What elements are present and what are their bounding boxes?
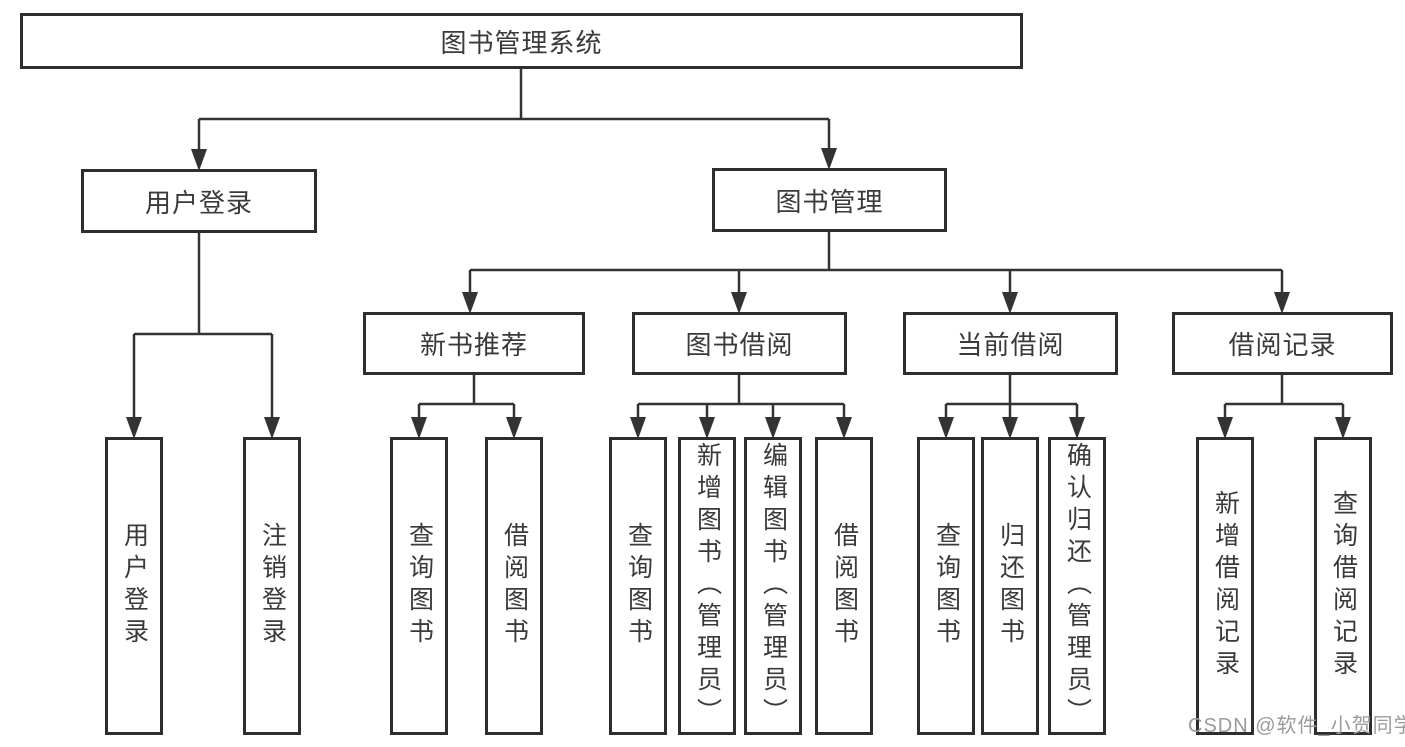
leaf-query-borrow-record: 查询借阅记录 <box>1314 437 1372 735</box>
leaf-label: 确认归还（管理员） <box>1063 442 1092 730</box>
node-label: 图书管理系统 <box>440 27 603 58</box>
leaf-edit-books-admin: 编辑图书（管理员） <box>744 437 802 735</box>
arrow-down-icon <box>191 149 207 171</box>
arrow-down-icon <box>938 417 954 439</box>
arrow-down-icon <box>731 292 747 314</box>
leaf-borrow-books-recommend: 借阅图书 <box>485 437 543 735</box>
arrow-down-icon <box>630 417 646 439</box>
connector-book-borrow-split <box>636 375 846 421</box>
connector-user-login-split <box>132 233 274 421</box>
leaf-query-books-current: 查询图书 <box>917 437 975 735</box>
arrow-down-icon <box>264 417 280 439</box>
arrow-down-icon <box>699 417 715 439</box>
node-label: 当前借阅 <box>956 330 1065 360</box>
leaf-query-books-borrow: 查询图书 <box>609 437 667 735</box>
leaf-label: 注销登录 <box>258 522 287 650</box>
arrow-down-icon <box>765 417 781 439</box>
leaf-return-books: 归还图书 <box>981 437 1039 735</box>
arrow-down-icon <box>1069 417 1085 439</box>
arrow-down-icon <box>1002 417 1018 439</box>
leaf-user-login: 用户登录 <box>105 437 163 735</box>
leaf-label: 查询图书 <box>624 522 653 650</box>
node-current-borrow: 当前借阅 <box>903 312 1118 375</box>
arrow-down-icon <box>506 417 522 439</box>
node-label: 新书推荐 <box>419 330 528 360</box>
node-library-management-system: 图书管理系统 <box>20 13 1023 69</box>
arrow-down-icon <box>1274 292 1290 314</box>
node-label: 图书借阅 <box>685 330 794 360</box>
leaf-add-books-admin: 新增图书（管理员） <box>678 437 736 735</box>
node-label: 图书管理 <box>775 186 884 217</box>
connector-root-to-level2 <box>197 69 831 153</box>
node-book-management: 图书管理 <box>712 168 947 232</box>
arrow-down-icon <box>821 148 837 170</box>
arrow-down-icon <box>1335 417 1351 439</box>
node-label: 用户登录 <box>144 187 253 218</box>
leaf-label: 借阅图书 <box>830 522 859 650</box>
node-new-book-recommend: 新书推荐 <box>363 312 585 375</box>
arrow-down-icon <box>126 417 142 439</box>
leaf-label: 新增借阅记录 <box>1211 490 1240 682</box>
arrowheads <box>126 148 1351 439</box>
arrow-down-icon <box>462 292 478 314</box>
connector-new-book-recommend-split <box>417 375 516 421</box>
connector-book-management-split <box>468 232 1284 296</box>
node-user-login: 用户登录 <box>81 169 317 233</box>
leaf-logout: 注销登录 <box>243 437 301 735</box>
leaf-label: 借阅图书 <box>500 522 529 650</box>
leaf-label: 归还图书 <box>996 522 1025 650</box>
node-label: 借阅记录 <box>1228 330 1337 360</box>
leaf-label: 查询图书 <box>932 522 961 650</box>
arrow-down-icon <box>836 417 852 439</box>
leaf-query-books-recommend: 查询图书 <box>390 437 448 735</box>
node-book-borrow: 图书借阅 <box>632 312 847 375</box>
leaf-borrow-books: 借阅图书 <box>815 437 873 735</box>
node-borrow-records: 借阅记录 <box>1172 312 1393 375</box>
leaf-label: 查询借阅记录 <box>1329 490 1358 682</box>
connector-current-borrow-split <box>944 375 1079 421</box>
csdn-watermark: CSDN @软件_小贺同学 <box>1188 715 1405 737</box>
leaf-label: 用户登录 <box>120 522 149 650</box>
arrow-down-icon <box>411 417 427 439</box>
leaf-label: 查询图书 <box>405 522 434 650</box>
leaf-add-borrow-record: 新增借阅记录 <box>1196 437 1254 735</box>
arrow-down-icon <box>1217 417 1233 439</box>
leaf-confirm-return-admin: 确认归还（管理员） <box>1048 437 1106 735</box>
leaf-label: 新增图书（管理员） <box>693 442 722 730</box>
leaf-label: 编辑图书（管理员） <box>759 442 788 730</box>
arrow-down-icon <box>1002 292 1018 314</box>
connector-borrow-records-split <box>1223 375 1345 421</box>
